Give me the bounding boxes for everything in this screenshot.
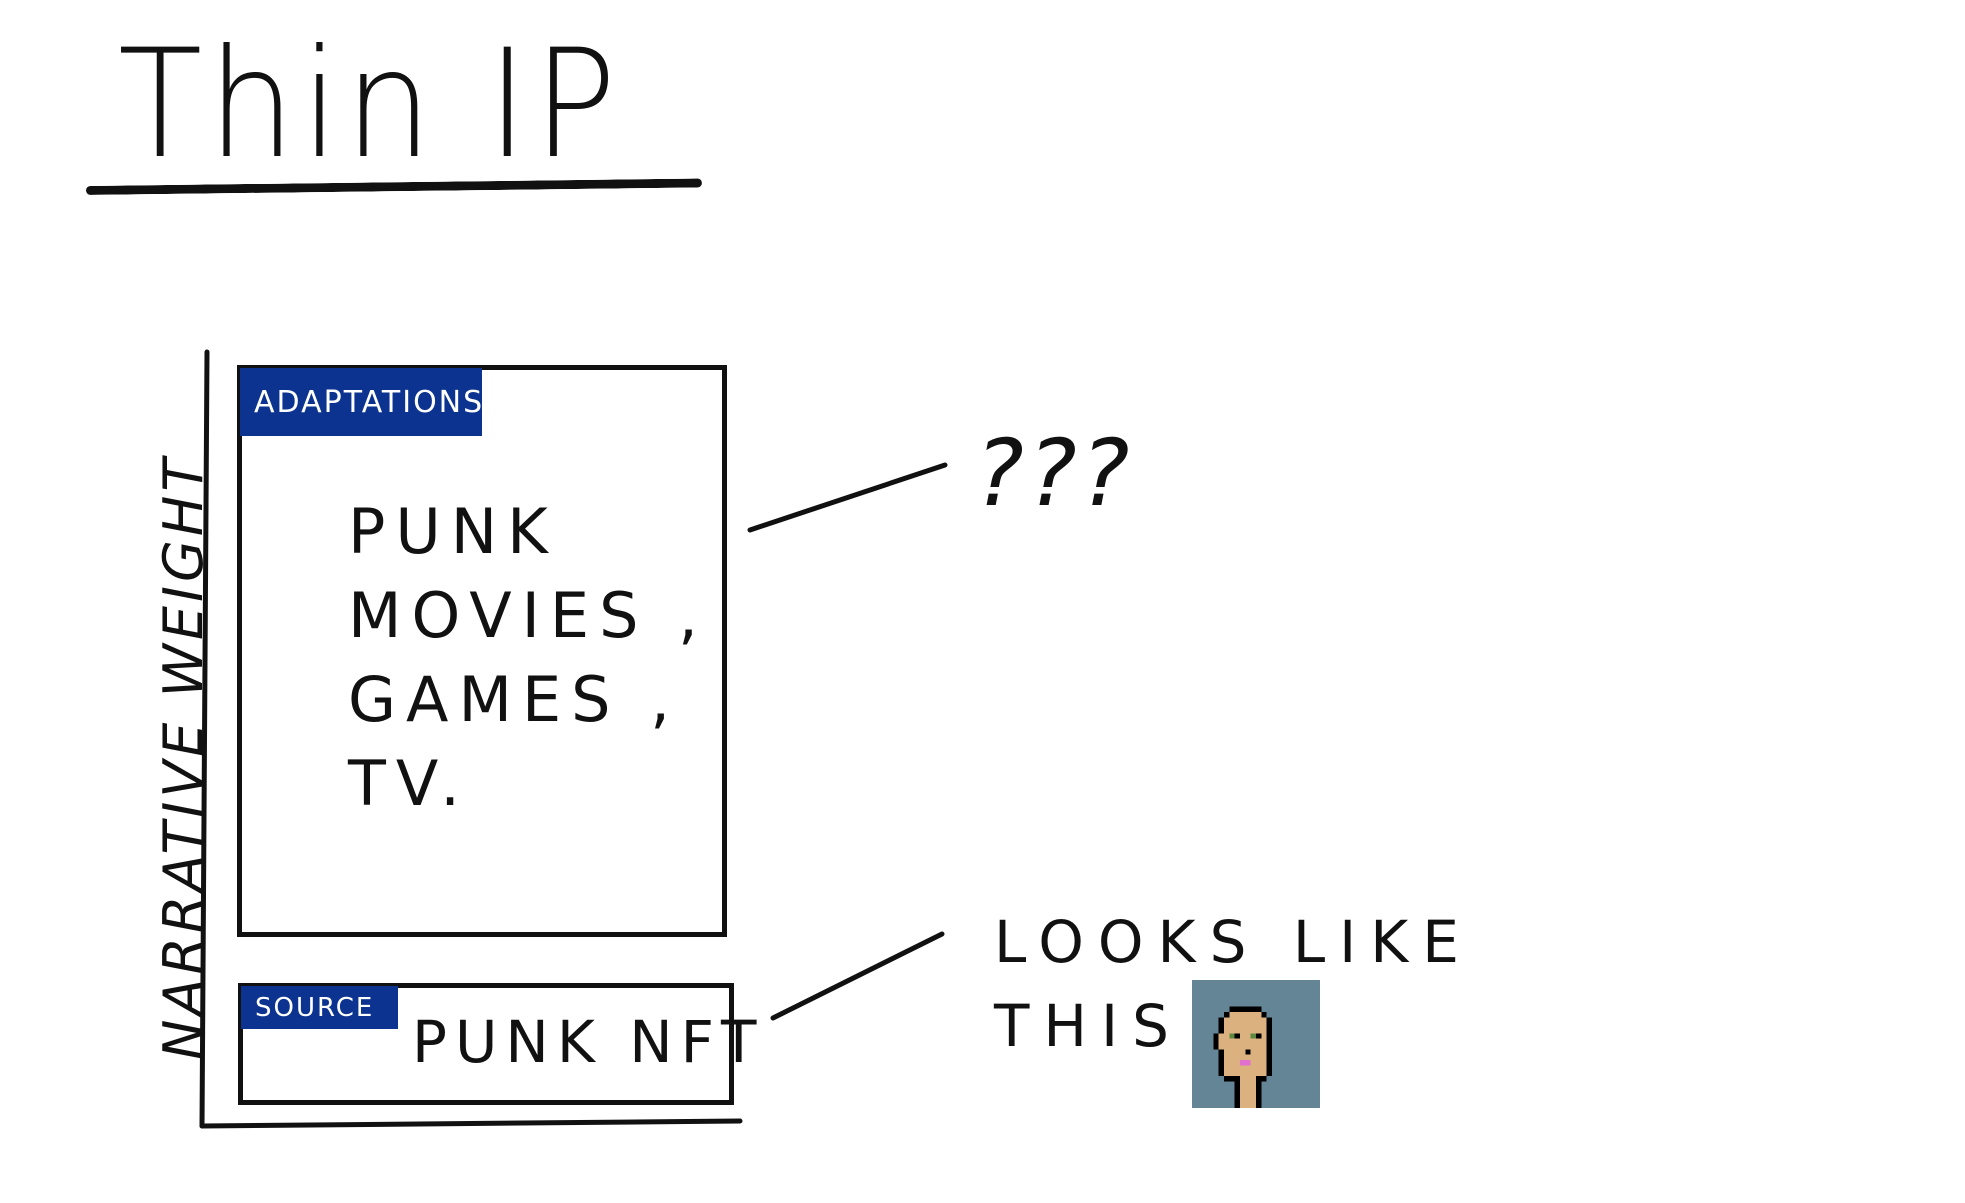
y-axis-label: NARRATIVE WEIGHT [152,454,215,1060]
source-note: LOOKS LIKE THIS [994,900,1473,1068]
x-axis-line [199,1118,743,1129]
source-note-line: THIS [994,992,1183,1060]
adaptations-list: PUNK MOVIES , GAMES , TV. [348,490,708,826]
source-box [238,983,734,1105]
adaptations-box [237,365,727,937]
source-connector [770,931,945,1021]
adaptations-item: GAMES , [348,663,680,736]
punk-pixel-art [1213,1006,1272,1108]
adaptations-item: TV. [348,747,471,820]
cryptopunk-avatar [1192,980,1320,1108]
adaptations-tag: ADAPTATIONS [240,368,482,436]
source-note-line: LOOKS LIKE [994,908,1473,976]
source-text: PUNK NFT [412,1008,765,1076]
adaptations-connector [747,462,948,533]
adaptations-item: PUNK [348,495,558,568]
adaptations-note: ??? [975,420,1134,527]
source-tag: SOURCE [241,986,398,1029]
page-title: Thin IP [118,18,622,192]
adaptations-item: MOVIES , [348,579,708,652]
